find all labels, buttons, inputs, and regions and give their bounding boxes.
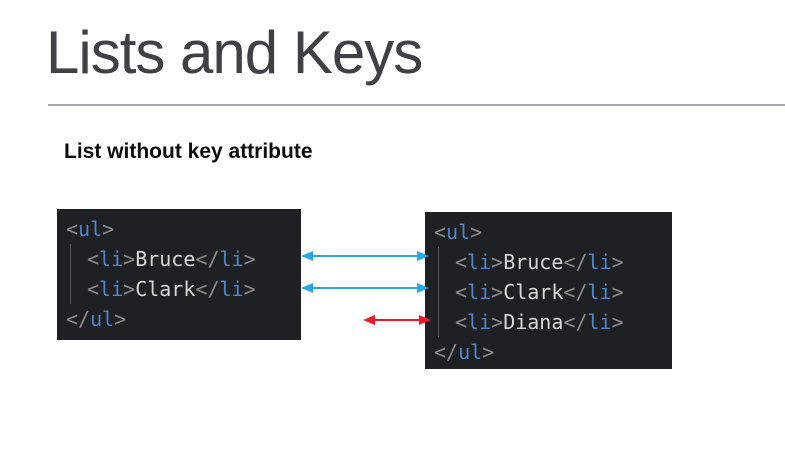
diana-new-item-arrow <box>363 315 431 325</box>
code-token-punct: < <box>87 277 100 301</box>
code-token-content: Bruce <box>135 247 196 271</box>
code-line-ul-close: </ul> <box>425 337 672 367</box>
code-token-content: Clark <box>503 280 564 304</box>
code-token-punct: > <box>611 310 624 334</box>
code-token-tag: ul <box>458 340 483 364</box>
code-token-content: Diana <box>503 310 564 334</box>
code-token-punct: > <box>470 220 483 244</box>
code-token-tag: li <box>99 277 124 301</box>
code-token-tag: li <box>587 280 612 304</box>
code-line-ul-close: </ul> <box>57 304 301 334</box>
code-token-punct: < <box>434 220 447 244</box>
page-title: Lists and Keys <box>46 19 423 86</box>
code-token-punct: </ <box>434 340 459 364</box>
code-token-tag: ul <box>78 217 103 241</box>
code-token-tag: li <box>467 250 492 274</box>
code-token-punct: > <box>102 217 115 241</box>
code-token-tag: li <box>467 310 492 334</box>
code-token-punct: < <box>66 217 79 241</box>
section-heading: List without key attribute <box>64 140 313 163</box>
code-token-punct: > <box>611 250 624 274</box>
code-token-punct: > <box>491 250 504 274</box>
code-line-li-bruce: <li>Bruce</li> <box>425 247 672 277</box>
code-token-tag: li <box>219 277 244 301</box>
code-line-li-clark: <li>Clark</li> <box>425 277 672 307</box>
code-line-ul-open: <ul> <box>57 214 301 244</box>
code-token-punct: < <box>455 250 468 274</box>
bruce-match-arrow <box>301 251 429 261</box>
indent-guide <box>438 247 439 337</box>
code-block-after: <ul> <li>Bruce</li> <li>Clark</li> <li>D… <box>425 212 672 369</box>
code-token-punct: < <box>87 247 100 271</box>
code-token-punct: > <box>123 277 136 301</box>
code-token-punct: > <box>123 247 136 271</box>
code-token-punct: > <box>491 310 504 334</box>
code-token-punct: > <box>611 280 624 304</box>
code-token-tag: li <box>219 247 244 271</box>
code-token-content: Clark <box>135 277 196 301</box>
code-token-punct: </ <box>563 250 588 274</box>
code-token-tag: ul <box>90 307 115 331</box>
code-token-tag: li <box>467 280 492 304</box>
code-line-li-clark: <li>Clark</li> <box>57 274 301 304</box>
code-block-before: <ul> <li>Bruce</li> <li>Clark</li> </ul> <box>57 209 301 340</box>
code-line-ul-open: <ul> <box>425 217 672 247</box>
code-token-tag: ul <box>446 220 471 244</box>
code-token-punct: </ <box>195 247 220 271</box>
code-line-li-diana: <li>Diana</li> <box>425 307 672 337</box>
code-token-tag: li <box>99 247 124 271</box>
code-token-tag: li <box>587 250 612 274</box>
code-token-punct: < <box>455 310 468 334</box>
code-token-punct: </ <box>563 280 588 304</box>
code-token-punct: > <box>491 280 504 304</box>
code-token-punct: </ <box>563 310 588 334</box>
code-token-tag: li <box>587 310 612 334</box>
indent-guide <box>70 244 71 304</box>
code-token-punct: > <box>243 247 256 271</box>
code-token-punct: > <box>243 277 256 301</box>
title-underline <box>48 104 785 106</box>
code-token-punct: </ <box>66 307 91 331</box>
code-token-content: Bruce <box>503 250 564 274</box>
code-token-punct: > <box>482 340 495 364</box>
code-token-punct: < <box>455 280 468 304</box>
code-line-li-bruce: <li>Bruce</li> <box>57 244 301 274</box>
code-token-punct: </ <box>195 277 220 301</box>
code-token-punct: > <box>114 307 127 331</box>
clark-match-arrow <box>301 283 429 293</box>
